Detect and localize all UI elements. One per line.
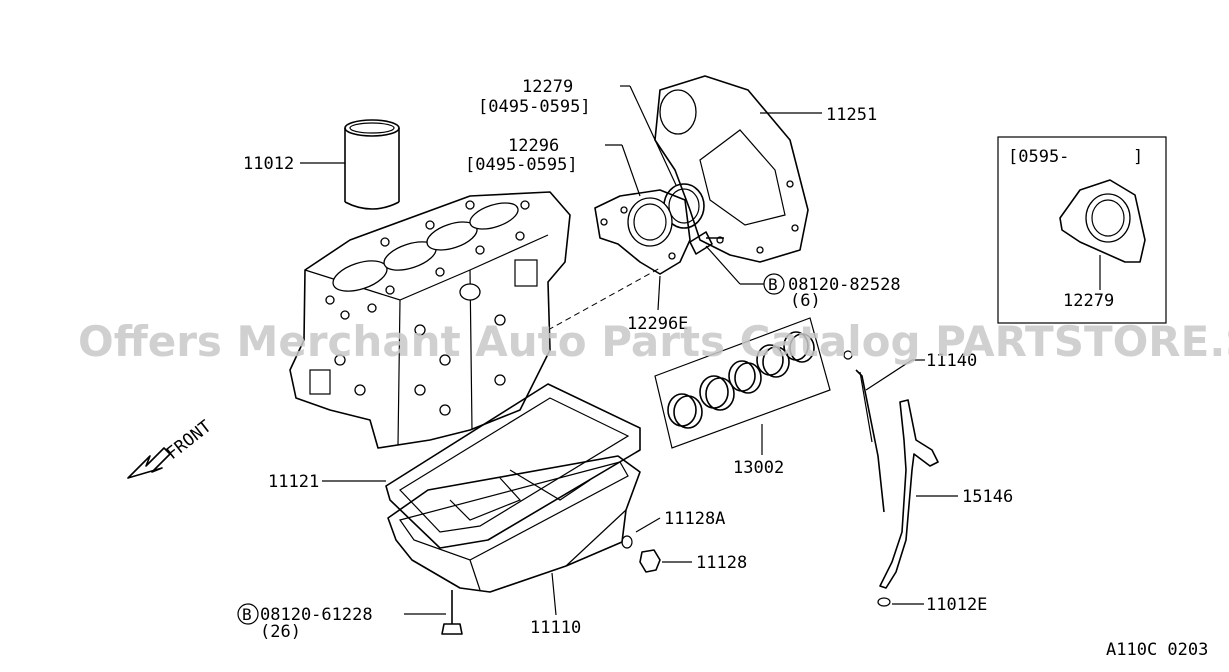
inset-part-12279: 12279 — [1063, 291, 1114, 311]
bolt-marker-top: B — [768, 275, 778, 294]
drain-plug-11128[interactable] — [639, 549, 692, 573]
label-11012: 11012 — [243, 154, 294, 174]
label-12296E: 12296E — [627, 314, 688, 334]
cylinder-liner-11012[interactable] — [300, 119, 400, 210]
label-11012E: 11012E — [926, 595, 987, 615]
label-08120-61228-qty: (26) — [260, 622, 301, 642]
guide-tube-15146[interactable] — [879, 399, 958, 589]
inset-box — [997, 136, 1167, 324]
label-12296-range: [0495-0595] — [465, 155, 578, 175]
front-arrow-icon — [127, 447, 171, 479]
dipstick-11140[interactable] — [843, 350, 925, 513]
label-11251: 11251 — [826, 105, 877, 125]
label-08120-61228: 08120-61228 — [260, 605, 373, 625]
o-ring-11012E[interactable] — [877, 597, 924, 607]
label-12279: 12279 — [522, 77, 573, 97]
label-12279-range: [0495-0595] — [478, 97, 591, 117]
label-11140: 11140 — [926, 351, 977, 371]
label-08120-82528: 08120-82528 — [788, 275, 901, 295]
inset-range: [0595- — [1008, 147, 1069, 167]
label-13002: 13002 — [733, 458, 784, 478]
front-label: FRONT — [163, 417, 216, 464]
figure-code: A110C 0203 — [1106, 640, 1208, 660]
label-12296: 12296 — [508, 136, 559, 156]
label-11128A: 11128A — [664, 509, 725, 529]
rear-plate-11251[interactable] — [654, 75, 822, 263]
cylinder-block[interactable] — [289, 191, 571, 449]
bolt-marker-bottom: B — [242, 605, 252, 624]
inset-range-close: ] — [1133, 147, 1143, 167]
seal-retainer-12296[interactable] — [594, 144, 691, 275]
label-08120-82528-qty: (6) — [790, 291, 821, 311]
label-11121: 11121 — [268, 472, 319, 492]
washer-11128A[interactable] — [621, 517, 661, 549]
bearing-set-13002[interactable] — [654, 317, 831, 455]
bolt-08120-82528[interactable] — [689, 231, 785, 295]
watermark: Offers Merchant Auto Parts Catalog PARTS… — [78, 317, 1229, 366]
bolt-08120-61228[interactable] — [237, 590, 463, 635]
label-11110: 11110 — [530, 618, 581, 638]
oil-pan-gasket-11121[interactable] — [322, 383, 641, 549]
oil-pan-11110[interactable] — [387, 455, 641, 616]
label-11128: 11128 — [696, 553, 747, 573]
label-15146: 15146 — [962, 487, 1013, 507]
